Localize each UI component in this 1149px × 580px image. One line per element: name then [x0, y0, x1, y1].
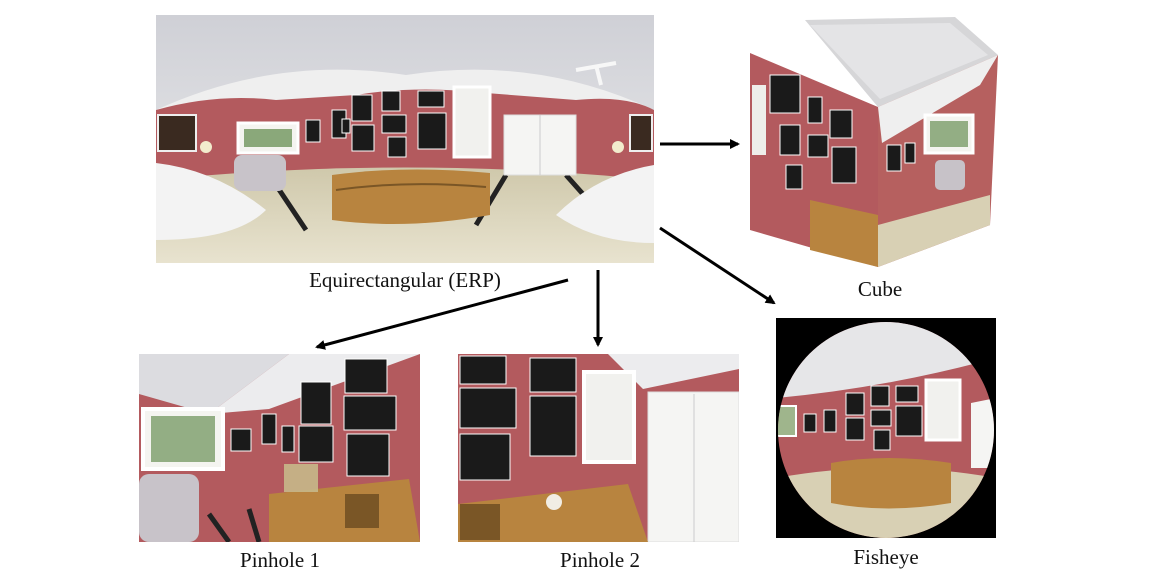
cube-image: [750, 15, 1000, 270]
pinhole2-image: [458, 354, 739, 542]
fisheye-image: [776, 318, 996, 538]
pinhole1-caption: Pinhole 1: [240, 548, 320, 572]
pinhole2-scene: [458, 354, 739, 542]
pinhole1-image: [139, 354, 420, 542]
erp-caption: Equirectangular (ERP): [309, 268, 501, 292]
cube-caption: Cube: [857, 277, 903, 301]
cube-scene: [750, 17, 998, 267]
pinhole2-caption: Pinhole 2: [560, 548, 640, 572]
erp-image: [156, 15, 654, 263]
erp-scene: [156, 15, 654, 263]
fisheye-scene: [778, 322, 994, 538]
fisheye-caption: Fisheye: [853, 545, 919, 569]
pinhole1-scene: [139, 354, 420, 542]
